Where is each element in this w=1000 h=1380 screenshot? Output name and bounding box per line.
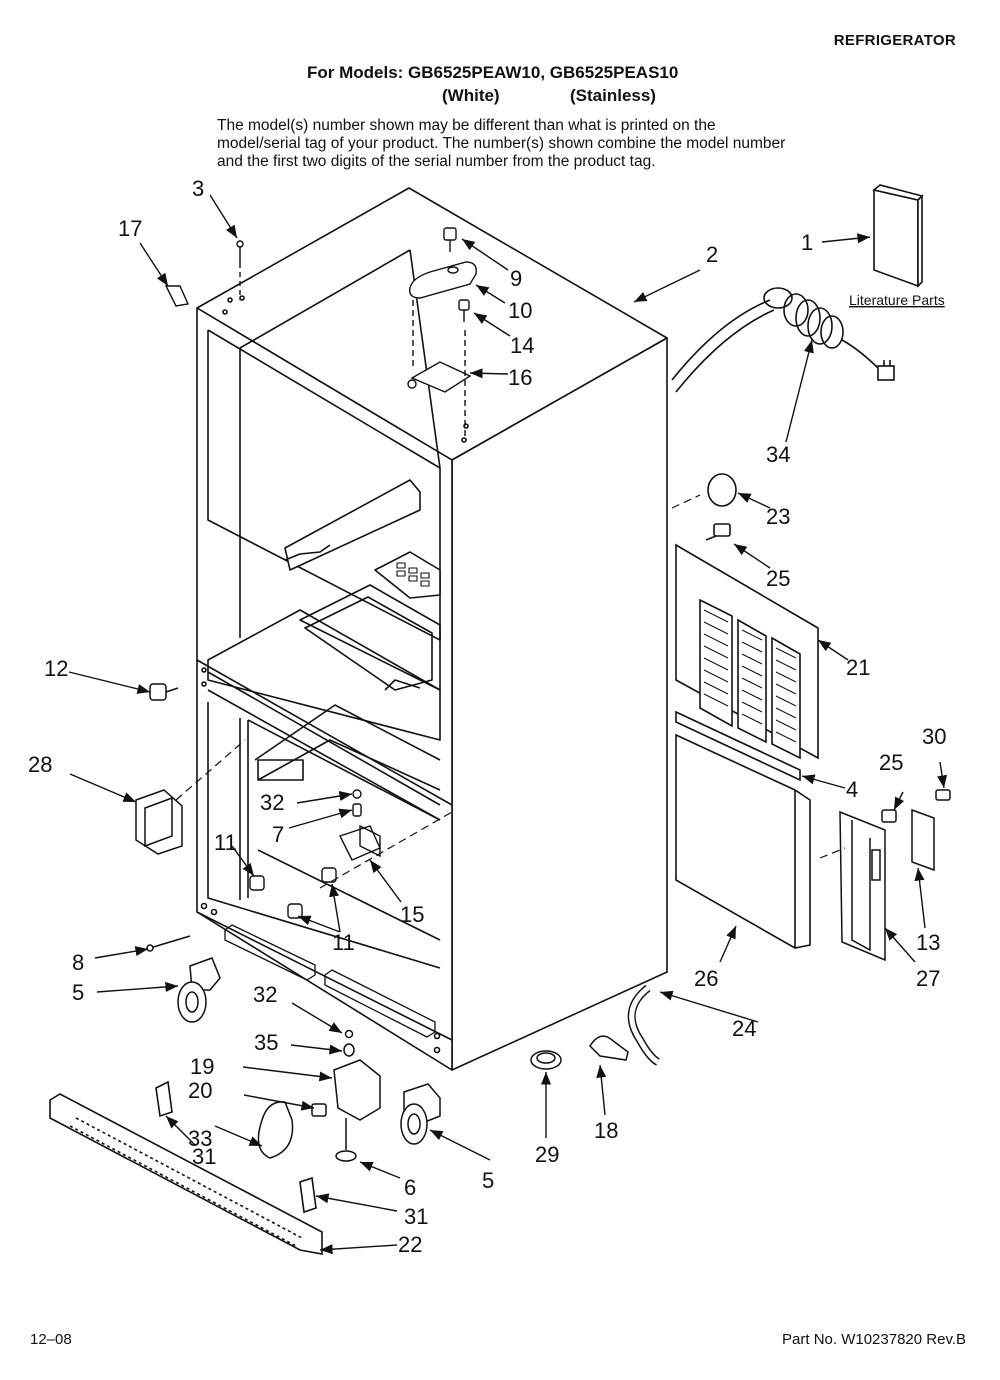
- callout-number: 14: [510, 333, 534, 358]
- rear-bottom-parts: [400, 984, 661, 1145]
- variant-stainless: (Stainless): [570, 86, 656, 105]
- assembly-lines: [175, 494, 846, 889]
- callout-number: 34: [766, 442, 790, 467]
- machine-compartment-bracket: [839, 789, 951, 962]
- callout-number: 25: [766, 566, 790, 591]
- literature-parts-label: Literature Parts: [849, 292, 945, 308]
- callout-number: 21: [846, 655, 870, 680]
- literature-box: [872, 184, 924, 288]
- callout-number: 31: [404, 1204, 428, 1229]
- rear-access-panel: [675, 473, 819, 782]
- callout-number: 5: [72, 980, 84, 1005]
- category-label: REFRIGERATOR: [833, 32, 956, 49]
- callout-number: 18: [594, 1118, 618, 1143]
- callout-number: 24: [732, 1016, 756, 1041]
- callout-number: 35: [254, 1030, 278, 1055]
- callout-number: 23: [766, 504, 790, 529]
- callout-number: 32: [260, 790, 284, 815]
- callout-number: 6: [404, 1175, 416, 1200]
- power-cord: [671, 287, 895, 393]
- callout-number: 5: [482, 1168, 494, 1193]
- revision-date: 12–08: [30, 1331, 72, 1348]
- callout-number: 29: [535, 1142, 559, 1167]
- callout-number: 11: [332, 930, 355, 955]
- callout-number: 31: [192, 1144, 216, 1169]
- small-fasteners-top: [164, 240, 244, 307]
- callout-number: 10: [508, 298, 532, 323]
- toe-grille: [49, 1080, 323, 1255]
- callout-number: 20: [188, 1078, 212, 1103]
- callout-number: 27: [916, 966, 940, 991]
- callout-number: 13: [916, 930, 940, 955]
- models-title: For Models: GB6525PEAW10, GB6525PEAS10: [307, 63, 679, 82]
- callout-number: 30: [922, 724, 946, 749]
- callout-number: 3: [192, 176, 204, 201]
- left-side-parts: [135, 683, 221, 1023]
- variant-white: (White): [442, 86, 500, 105]
- callout-number: 4: [846, 777, 858, 802]
- freezer-hardware: [249, 789, 381, 919]
- callout-number: 9: [510, 266, 522, 291]
- callout-number: 22: [398, 1232, 422, 1257]
- leveling-parts: [257, 1029, 381, 1162]
- callout-number: 33: [188, 1126, 212, 1151]
- top-hinge-assembly: [407, 227, 477, 440]
- callout-number: 28: [28, 752, 52, 777]
- callout-number: 12: [44, 656, 68, 681]
- callout-number: 16: [508, 365, 532, 390]
- callout-number: 7: [272, 822, 284, 847]
- model-note: The model(s) number shown may be differe…: [217, 117, 786, 170]
- callouts: 1234556789101111121314151617181920212223…: [28, 176, 948, 1257]
- callout-number: 19: [190, 1054, 214, 1079]
- callout-number: 32: [253, 982, 277, 1007]
- callout-number: 15: [400, 902, 424, 927]
- callout-number: 26: [694, 966, 718, 991]
- model-variants: (White) (Stainless): [0, 86, 1000, 110]
- callout-number: 17: [118, 216, 142, 241]
- callout-number: 25: [879, 750, 903, 775]
- callout-number: 8: [72, 950, 84, 975]
- cabinet: [196, 187, 668, 1071]
- compressor-cover: [675, 733, 811, 949]
- callout-number: 1: [801, 230, 813, 255]
- callout-number: 11: [214, 830, 237, 855]
- callout-number: 2: [706, 242, 718, 267]
- part-number: Part No. W10237820 Rev.B: [782, 1331, 966, 1348]
